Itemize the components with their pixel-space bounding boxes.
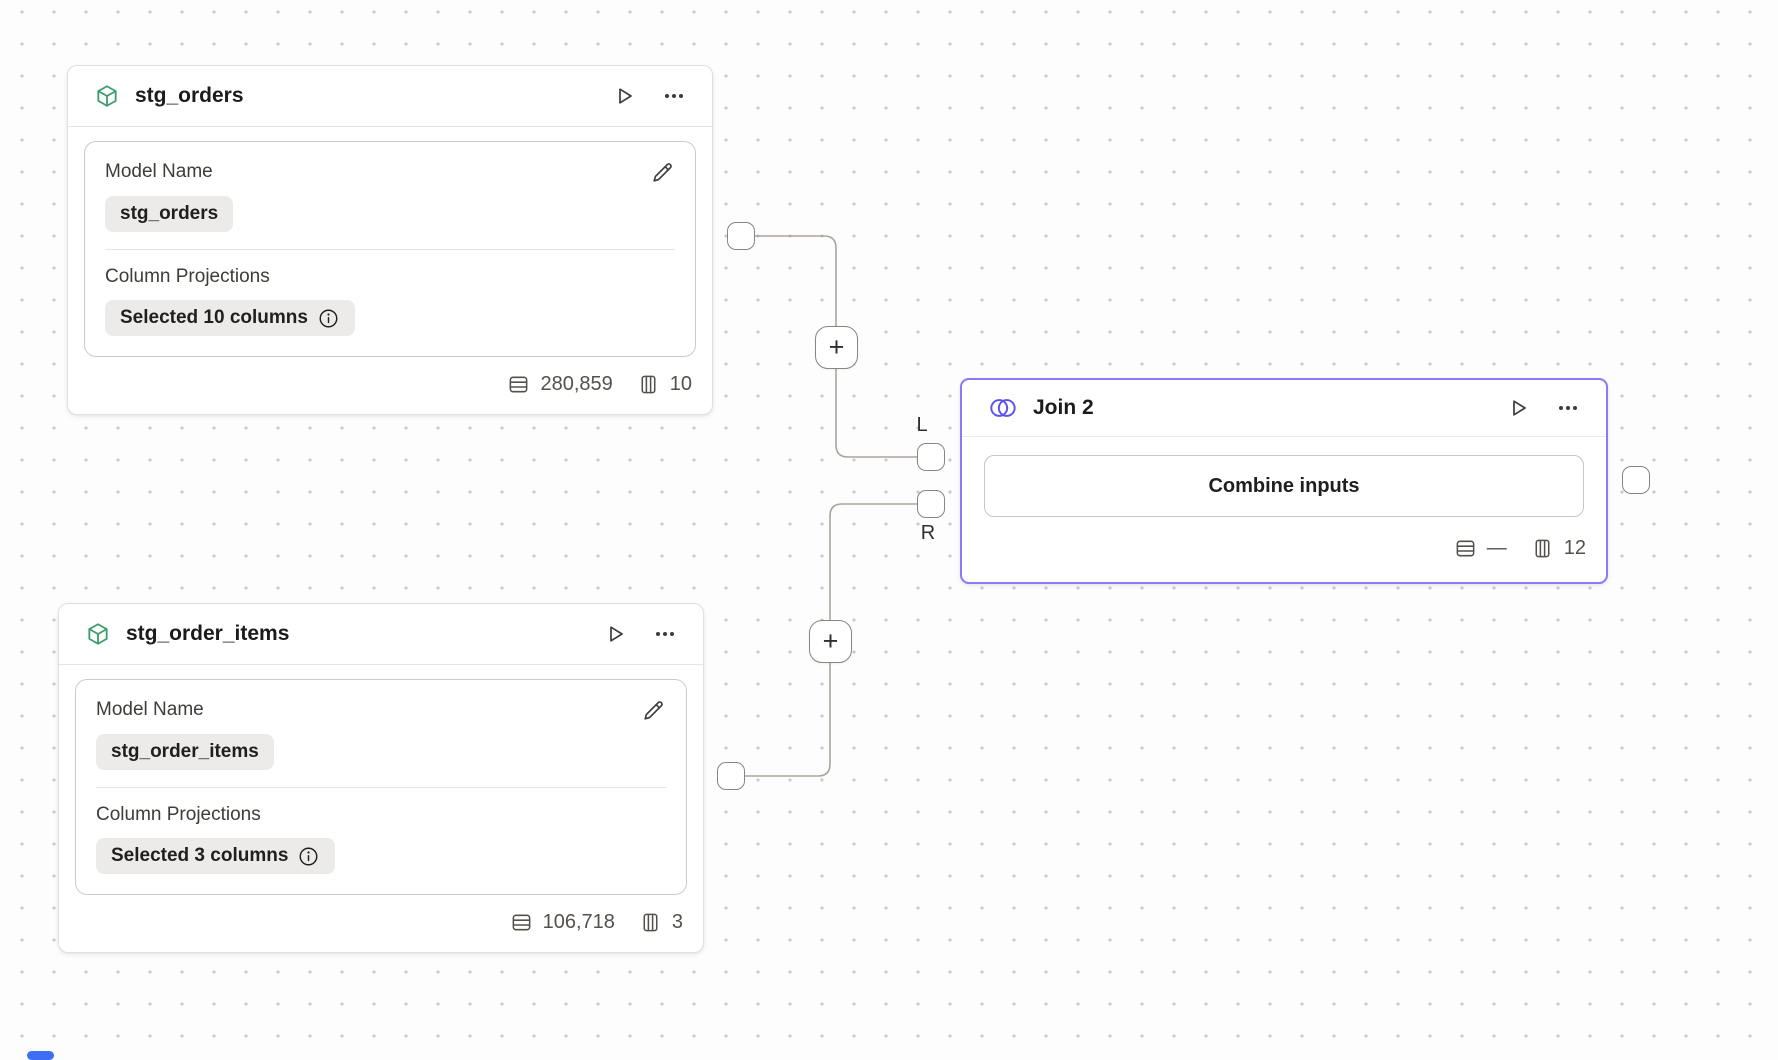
info-icon[interactable] (297, 845, 320, 868)
rows-icon (512, 914, 530, 931)
cube-icon (88, 623, 108, 645)
model-name-label: Model Name (105, 161, 213, 182)
columns-icon (643, 913, 658, 932)
plus-icon: + (822, 626, 839, 656)
pencil-icon (653, 163, 672, 182)
ellipsis-icon (656, 632, 674, 636)
play-icon (619, 88, 632, 104)
join-right-port-label: R (920, 522, 936, 544)
port-handle-join-right-input[interactable] (917, 490, 945, 518)
edge-add-step-button-bottom[interactable]: + (809, 620, 852, 663)
node-stats-footer: — 12 (962, 517, 1606, 582)
edge-add-step-button-top[interactable]: + (815, 326, 858, 369)
model-name-value: stg_orders (120, 203, 219, 224)
row-count: 280,859 (540, 373, 613, 395)
model-name-value: stg_order_items (111, 741, 259, 762)
node-config-card: Model Name stg_orders Column Projections… (84, 141, 696, 357)
column-projections-pill[interactable]: Selected 3 columns (96, 838, 336, 874)
card-divider (96, 787, 666, 788)
join-left-port-label: L (916, 414, 928, 436)
node-header-actions (612, 84, 686, 108)
column-projections-label: Column Projections (105, 266, 270, 287)
row-count: — (1486, 537, 1507, 559)
card-divider (105, 249, 675, 250)
rows-icon (510, 376, 528, 393)
row-count: 106,718 (542, 911, 615, 933)
node-stats-footer: 106,718 3 (59, 895, 703, 952)
node-stg-orders[interactable]: stg_orders Model Name stg_or (67, 65, 713, 415)
horizontal-scrollbar-thumb[interactable] (27, 1051, 54, 1060)
column-projections-value: Selected 3 columns (111, 845, 289, 866)
column-projections-label: Column Projections (96, 804, 261, 825)
node-menu-button[interactable] (662, 84, 686, 108)
run-node-button[interactable] (603, 622, 627, 646)
node-stg-order-items[interactable]: stg_order_items Model Name s (58, 603, 704, 953)
play-icon (610, 626, 623, 642)
info-icon[interactable] (317, 307, 340, 330)
node-header-actions (603, 622, 677, 646)
port-handle-stg-order-items-output[interactable] (717, 762, 745, 790)
rows-icon (1456, 540, 1475, 557)
edit-model-name-button[interactable] (641, 698, 666, 723)
node-join-header: Join 2 (962, 380, 1606, 437)
node-config-card: Model Name stg_order_items Column Projec… (75, 679, 687, 895)
combine-inputs-button[interactable]: Combine inputs (984, 455, 1584, 517)
node-menu-button[interactable] (1556, 396, 1580, 420)
cube-icon (97, 85, 117, 107)
node-stats-footer: 280,859 10 (68, 357, 712, 414)
node-title: stg_order_items (126, 622, 290, 645)
model-name-label: Model Name (96, 699, 204, 720)
ellipsis-icon (665, 94, 683, 98)
port-handle-join-left-input[interactable] (917, 443, 945, 471)
edit-model-name-button[interactable] (650, 160, 675, 185)
pencil-icon (644, 701, 663, 720)
plus-icon: + (828, 332, 845, 362)
port-handle-join-output[interactable] (1622, 466, 1650, 494)
run-node-button[interactable] (612, 84, 636, 108)
model-name-value-pill: stg_orders (105, 196, 234, 232)
node-menu-button[interactable] (653, 622, 677, 646)
column-projections-pill[interactable]: Selected 10 columns (105, 300, 355, 336)
venn-icon (990, 399, 1016, 417)
ellipsis-icon (1559, 406, 1577, 410)
columns-icon (641, 375, 656, 394)
model-name-value-pill: stg_order_items (96, 734, 274, 770)
column-count: 12 (1563, 537, 1586, 559)
columns-icon (1535, 539, 1550, 558)
node-stg-orders-header: stg_orders (68, 66, 712, 127)
node-header-actions (1506, 396, 1580, 420)
column-count: 3 (671, 911, 683, 933)
play-icon (1513, 400, 1526, 416)
run-node-button[interactable] (1506, 396, 1530, 420)
column-projections-value: Selected 10 columns (120, 307, 308, 328)
port-handle-stg-orders-output[interactable] (727, 222, 755, 250)
node-title: Join 2 (1033, 396, 1094, 419)
node-stg-order-items-header: stg_order_items (59, 604, 703, 665)
node-join-2[interactable]: Join 2 Combine inputs — 12 (960, 378, 1608, 584)
node-title: stg_orders (135, 84, 244, 107)
column-count: 10 (669, 373, 692, 395)
